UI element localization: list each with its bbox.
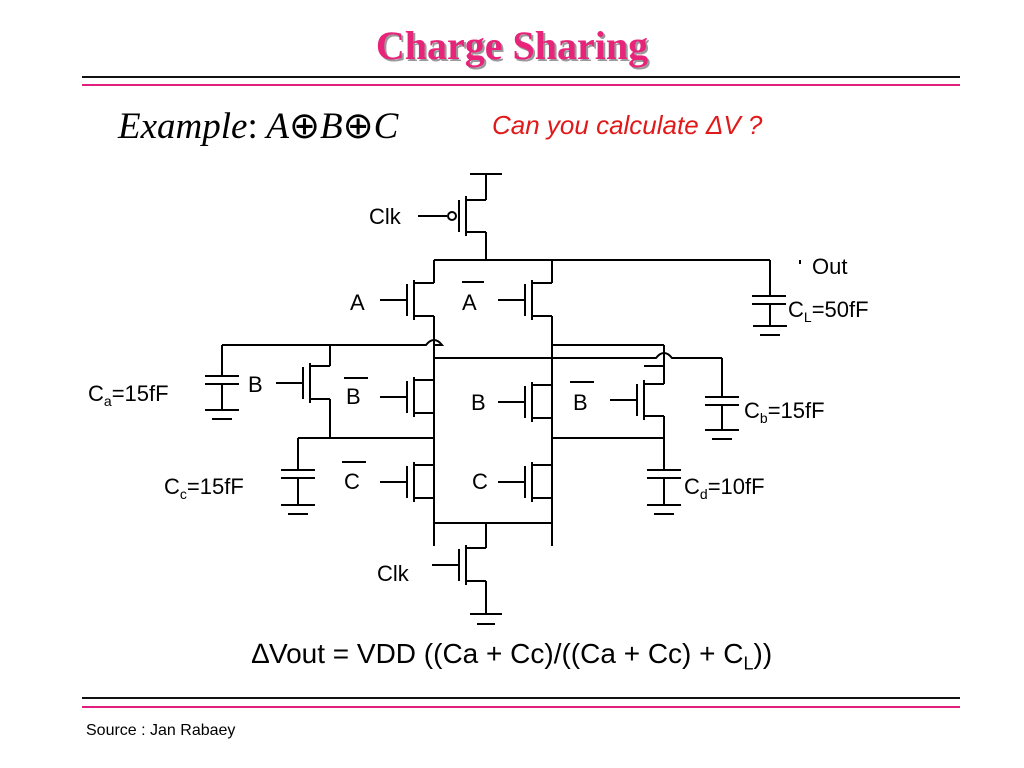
cl-value: =50fF xyxy=(812,297,869,322)
gate-a-label: A xyxy=(350,290,365,315)
example-term-a: A xyxy=(266,106,289,147)
clk-bottom-label: Clk xyxy=(377,561,410,586)
cc-label: Cc=15fF xyxy=(164,474,244,502)
footer-divider-pink xyxy=(82,706,960,708)
ca-label: Ca=15fF xyxy=(88,381,169,409)
cc-value: =15fF xyxy=(187,474,244,499)
gate-c-label: C xyxy=(472,469,488,494)
gate-b-mid-label: B xyxy=(471,390,486,415)
ca-name: C xyxy=(88,381,104,406)
ca-sub: a xyxy=(104,393,112,409)
out-label: Out xyxy=(812,254,847,279)
slide-title: Charge Sharing xyxy=(375,23,649,68)
node-a-wire xyxy=(222,339,445,346)
cl-label: CL=50fF xyxy=(788,297,869,325)
source-credit: Source : Jan Rabaey xyxy=(86,722,236,739)
cb-sub: b xyxy=(760,410,768,426)
gate-c-bar-label: C xyxy=(344,469,360,494)
example-term-c: C xyxy=(373,106,399,147)
cc-sub: c xyxy=(180,486,187,502)
formula-main: ∆Vout = VDD ((Ca + Cc)/((Ca + Cc) + C xyxy=(251,638,744,669)
xor-operator-1: ⊕ xyxy=(288,106,320,147)
title-divider-pink xyxy=(82,84,960,86)
example-term-b: B xyxy=(319,106,343,147)
cd-name: C xyxy=(684,474,700,499)
delta-vout-formula: ∆Vout = VDD ((Ca + Cc)/((Ca + Cc) + CL)) xyxy=(0,638,1024,675)
cd-sub: d xyxy=(700,486,708,502)
cl-name: C xyxy=(788,297,804,322)
gate-b-left-label: B xyxy=(248,372,263,397)
cb-label: Cb=15fF xyxy=(744,398,825,426)
node-b-wire xyxy=(434,352,722,359)
circuit-wires xyxy=(205,173,801,625)
cd-label: Cd=10fF xyxy=(684,474,765,502)
question-text: Can you calculate ΔV ? xyxy=(492,110,763,140)
example-expression: Example: A⊕B⊕C xyxy=(118,104,398,148)
gate-b-bar-left-label: B xyxy=(346,384,361,409)
pmos-bubble xyxy=(447,211,457,221)
cl-sub: L xyxy=(804,309,812,325)
cb-value: =15fF xyxy=(768,398,825,423)
formula-close: )) xyxy=(753,638,773,669)
xor-operator-2: ⊕ xyxy=(342,106,374,147)
gate-a-bar-label: A xyxy=(462,290,477,315)
footer-divider-dark xyxy=(82,697,960,699)
gate-b-bar-right-label: B xyxy=(573,390,588,415)
title-divider-dark xyxy=(82,76,960,78)
example-colon: : xyxy=(247,106,258,147)
cc-name: C xyxy=(164,474,180,499)
cb-name: C xyxy=(744,398,760,423)
formula-sub: L xyxy=(743,653,754,674)
example-label: Example xyxy=(118,106,248,147)
clk-top-label: Clk xyxy=(369,204,402,229)
ca-value: =15fF xyxy=(112,381,169,406)
cd-value: =10fF xyxy=(708,474,765,499)
